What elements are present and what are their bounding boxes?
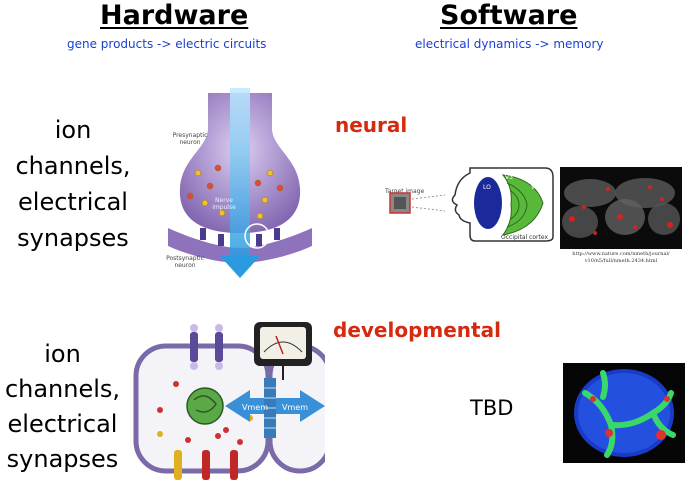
vmem-label: Vmem xyxy=(282,403,308,412)
label-line: electrical xyxy=(7,410,118,438)
region-label: V2 xyxy=(531,184,539,191)
postsynaptic-label: Postsynaptic neuron xyxy=(166,255,204,269)
synapse-illustration xyxy=(168,88,312,278)
vesicles xyxy=(186,164,284,220)
region-label: V3 xyxy=(505,174,513,181)
label-line: synapses xyxy=(17,224,129,252)
impulse-label: Nerve impulse xyxy=(212,197,236,211)
target-image-caption: Target image xyxy=(385,178,424,197)
embryo-voltage-image xyxy=(563,363,685,463)
hardware-subtitle: gene products -> electric circuits xyxy=(67,37,267,51)
tbd-label: TBD xyxy=(470,396,514,420)
brain-activity-image xyxy=(560,167,682,249)
visual-cortex-diagram: Occipital cortex V3 V2 V1 LO xyxy=(389,167,554,242)
developmental-label: developmental xyxy=(333,318,501,342)
bottom-left-label: ion channels, electrical synapses xyxy=(0,337,125,477)
label-line: synapses xyxy=(6,445,119,473)
occipital-label: Occipital cortex xyxy=(501,234,548,241)
target-image-label: Target image xyxy=(385,188,425,195)
citation-line: http://www.nature.com/nmeth/journal/ xyxy=(572,251,670,257)
label-line: ion xyxy=(44,340,81,368)
label-line: ion xyxy=(54,116,92,144)
region-label: V1 xyxy=(503,206,511,213)
software-title: Software xyxy=(440,0,578,31)
vmem-label: Vmem xyxy=(242,403,268,412)
cells-illustration: Vmem Vmem xyxy=(133,322,325,480)
presynaptic-label: Presynaptic neuron xyxy=(172,132,208,146)
hardware-title: Hardware xyxy=(100,0,249,31)
top-left-label: ion channels, electrical synapses xyxy=(8,112,138,256)
citation: http://www.nature.com/nmeth/journal/ v10… xyxy=(560,251,682,265)
region-label: LO xyxy=(483,184,491,191)
label-line: electrical xyxy=(18,188,128,216)
voltmeter xyxy=(254,322,312,380)
neural-label: neural xyxy=(335,113,408,137)
label-line: channels, xyxy=(15,152,131,180)
citation-line: v10/n5/full/nmeth.2434.html xyxy=(584,258,658,264)
label-line: channels, xyxy=(4,375,121,403)
software-subtitle: electrical dynamics -> memory xyxy=(415,37,604,51)
